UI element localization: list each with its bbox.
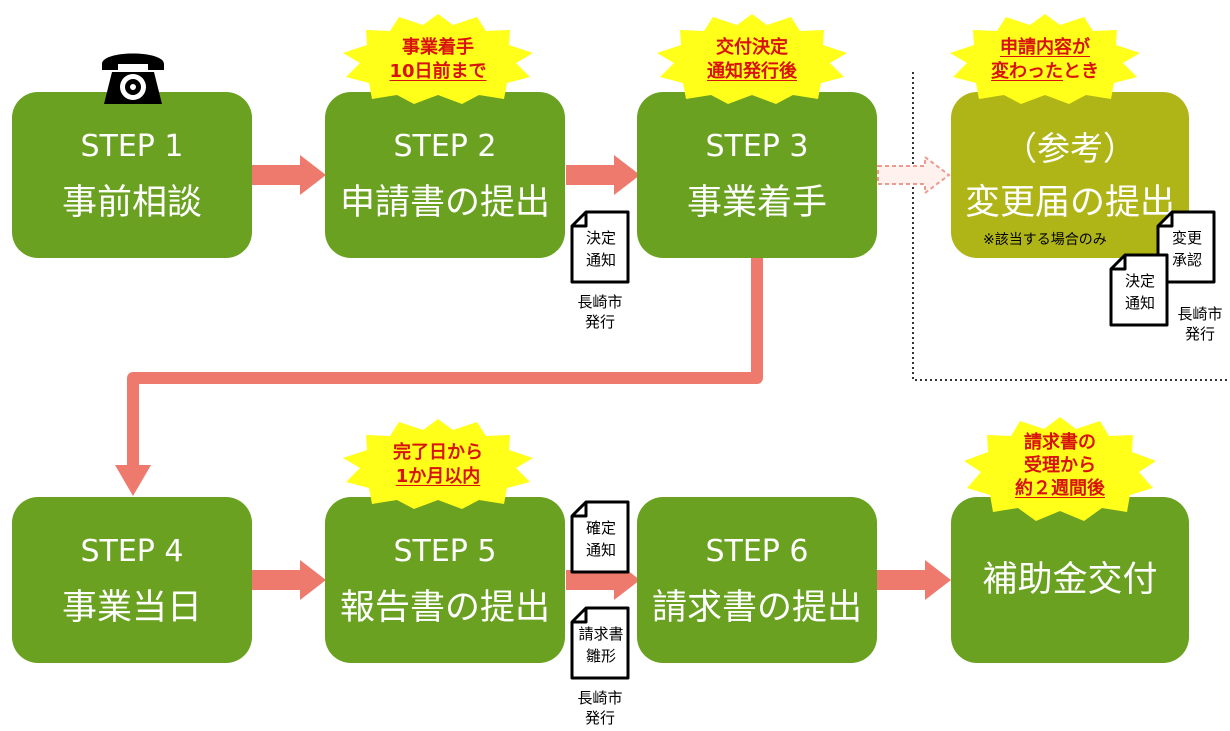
doc5-text: 請求書雛形 bbox=[578, 625, 624, 665]
step2-label: STEP 2 bbox=[393, 129, 497, 164]
issuer-label-2: 長崎市発行 bbox=[1177, 305, 1223, 343]
issuer-label-3: 長崎市発行 bbox=[577, 689, 623, 727]
reference-box: （参考） 変更届の提出 bbox=[951, 92, 1189, 258]
step3-box: STEP 3 事業着手 bbox=[637, 92, 877, 258]
step1-label: STEP 1 bbox=[80, 129, 184, 164]
doc1-text: 決定通知 bbox=[585, 229, 616, 269]
reference-note: ※該当する場合のみ bbox=[983, 232, 1107, 248]
step2-name: 申請書の提出 bbox=[339, 183, 550, 223]
arrow-step4-to-step5 bbox=[252, 560, 326, 600]
badge-step5-timing: 完了日から 1か月以内 bbox=[338, 418, 538, 510]
step1-name: 事前相談 bbox=[61, 183, 202, 223]
step3-name: 事業着手 bbox=[686, 183, 827, 223]
badge-step2-line2: 10日前まで bbox=[389, 61, 487, 82]
arrow-step1-to-step2 bbox=[252, 155, 326, 195]
step6-label: STEP 6 bbox=[705, 534, 809, 569]
reference-title: （参考） bbox=[1004, 129, 1136, 168]
badge-final-line1: 請求書の bbox=[1024, 432, 1096, 453]
document-seikyusho-hinagata: 請求書雛形 bbox=[569, 606, 631, 680]
arrow-step6-to-final bbox=[877, 560, 951, 600]
doc3-text: 決定通知 bbox=[1124, 272, 1155, 312]
step5-name: 報告書の提出 bbox=[339, 588, 550, 628]
badge-step3-line2: 通知発行後 bbox=[707, 61, 797, 82]
step4-box: STEP 4 事業当日 bbox=[12, 497, 252, 663]
document-kakutei-tsuchi: 確定通知 bbox=[569, 500, 631, 574]
document-henko-shonin: 変更承認 bbox=[1155, 210, 1217, 284]
badge-final-timing: 請求書の 受理から 約２週間後 bbox=[960, 416, 1160, 522]
reference-name: 変更届の提出 bbox=[964, 183, 1175, 223]
document-kettei-tsuchi-2: 決定通知 bbox=[1108, 253, 1170, 327]
step6-box: STEP 6 請求書の提出 bbox=[637, 497, 877, 663]
badge-step5-line1: 完了日から bbox=[393, 442, 483, 463]
badge-reference-line2-underlined: 変わった bbox=[991, 61, 1063, 82]
issuer-label-1: 長崎市発行 bbox=[577, 293, 623, 331]
step1-box: STEP 1 事前相談 bbox=[12, 92, 252, 258]
step3-label: STEP 3 bbox=[705, 129, 809, 164]
doc2-text: 変更承認 bbox=[1171, 229, 1202, 269]
arrow-step2-to-step3 bbox=[566, 155, 640, 195]
badge-reference-line1: 申請内容が bbox=[1000, 37, 1090, 58]
step4-label: STEP 4 bbox=[80, 534, 184, 569]
step4-name: 事業当日 bbox=[61, 588, 202, 628]
badge-step5-line2: 1か月以内 bbox=[395, 466, 481, 487]
document-icon bbox=[570, 210, 630, 284]
badge-final-line2: 受理から bbox=[1024, 455, 1096, 476]
step5-box: STEP 5 報告書の提出 bbox=[325, 497, 565, 663]
badge-reference-line2-rest: とき bbox=[1063, 61, 1099, 82]
document-kettei-tsuchi-1: 決定通知 bbox=[569, 210, 631, 284]
badge-step2-line1: 事業着手 bbox=[402, 37, 474, 58]
final-box: 補助金交付 bbox=[951, 497, 1189, 663]
doc4-text: 確定通知 bbox=[585, 519, 616, 559]
badge-step3-line1: 交付決定 bbox=[716, 37, 788, 58]
step6-name: 請求書の提出 bbox=[651, 588, 862, 628]
telephone-icon bbox=[98, 42, 168, 108]
document-icon bbox=[570, 500, 630, 574]
badge-reference-timing: 申請内容が 変わったとき bbox=[945, 13, 1145, 105]
arrow-step3-to-reference bbox=[877, 155, 951, 195]
badge-final-line3: 約２週間後 bbox=[1015, 478, 1105, 499]
step5-label: STEP 5 bbox=[393, 534, 497, 569]
document-icon bbox=[1156, 210, 1216, 284]
badge-reference-line2: 変わったとき bbox=[945, 60, 1145, 83]
document-icon bbox=[1109, 253, 1169, 327]
step2-box: STEP 2 申請書の提出 bbox=[325, 92, 565, 258]
document-icon bbox=[570, 606, 630, 680]
badge-step3-timing: 交付決定 通知発行後 bbox=[652, 13, 852, 105]
badge-step2-timing: 事業着手 10日前まで bbox=[338, 13, 538, 105]
final-name: 補助金交付 bbox=[982, 560, 1158, 600]
